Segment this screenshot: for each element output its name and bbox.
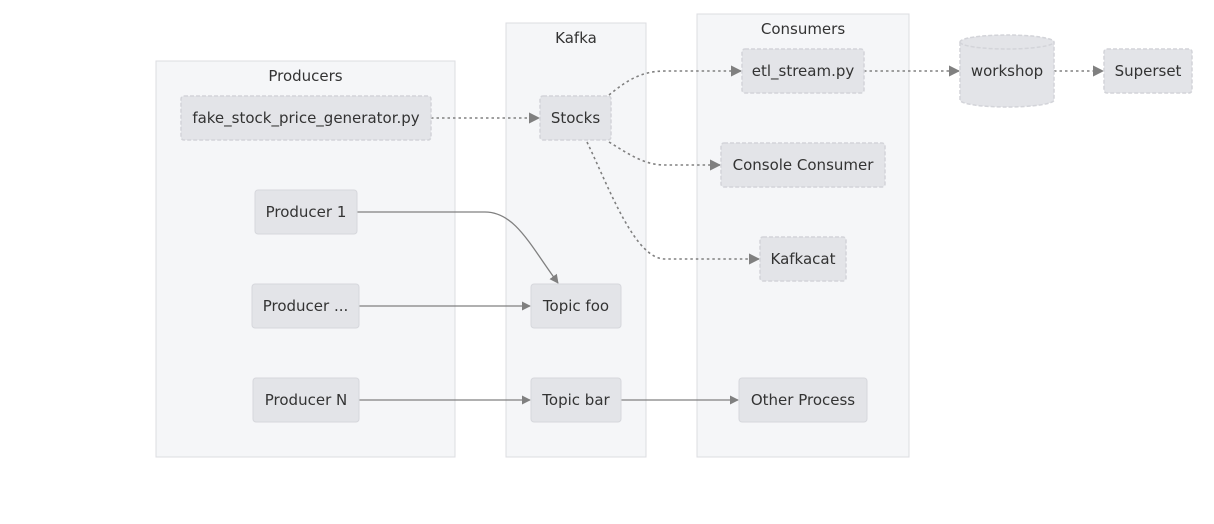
node-fake-stock-price-generator-label: fake_stock_price_generator.py [192, 109, 419, 128]
node-stocks-label: Stocks [551, 109, 601, 127]
edge-producer-1-to-topic-foo [357, 211, 559, 284]
node-etl-stream-label: etl_stream.py [752, 62, 855, 81]
node-workshop-label: workshop [971, 62, 1043, 80]
node-other-process[interactable]: Other Process [738, 377, 868, 423]
node-producer-n-label: Producer N [265, 391, 347, 409]
node-topic-bar[interactable]: Topic bar [530, 377, 622, 423]
edge-stocks-to-etl-stream [608, 65, 743, 96]
node-console-consumer-label: Console Consumer [733, 156, 875, 174]
node-superset-label: Superset [1115, 62, 1182, 80]
node-kafkacat-label: Kafkacat [771, 250, 836, 268]
node-console-consumer[interactable]: Console Consumer [720, 142, 886, 188]
node-workshop-database[interactable]: workshop [959, 34, 1055, 108]
node-fake-stock-price-generator[interactable]: fake_stock_price_generator.py [180, 95, 432, 141]
node-stocks[interactable]: Stocks [539, 95, 612, 141]
node-kafkacat[interactable]: Kafkacat [759, 236, 847, 282]
node-topic-foo[interactable]: Topic foo [530, 283, 622, 329]
node-producer-n[interactable]: Producer N [252, 377, 360, 423]
node-other-process-label: Other Process [751, 391, 855, 409]
cluster-producers-label: Producers [268, 67, 342, 85]
node-producer-1-label: Producer 1 [266, 203, 347, 221]
node-topic-bar-label: Topic bar [541, 391, 610, 409]
edge-stocks-to-console-consumer [608, 141, 722, 171]
cluster-kafka-label: Kafka [555, 29, 597, 47]
database-icon [959, 34, 1055, 108]
node-superset[interactable]: Superset [1103, 48, 1193, 94]
node-producer-1[interactable]: Producer 1 [254, 189, 358, 235]
node-producer-dots-label: Producer ... [263, 297, 349, 315]
node-etl-stream[interactable]: etl_stream.py [741, 48, 865, 94]
cluster-consumers-label: Consumers [761, 20, 845, 38]
node-producer-dots[interactable]: Producer ... [251, 283, 360, 329]
edges [357, 65, 1105, 405]
node-topic-foo-label: Topic foo [542, 297, 609, 315]
